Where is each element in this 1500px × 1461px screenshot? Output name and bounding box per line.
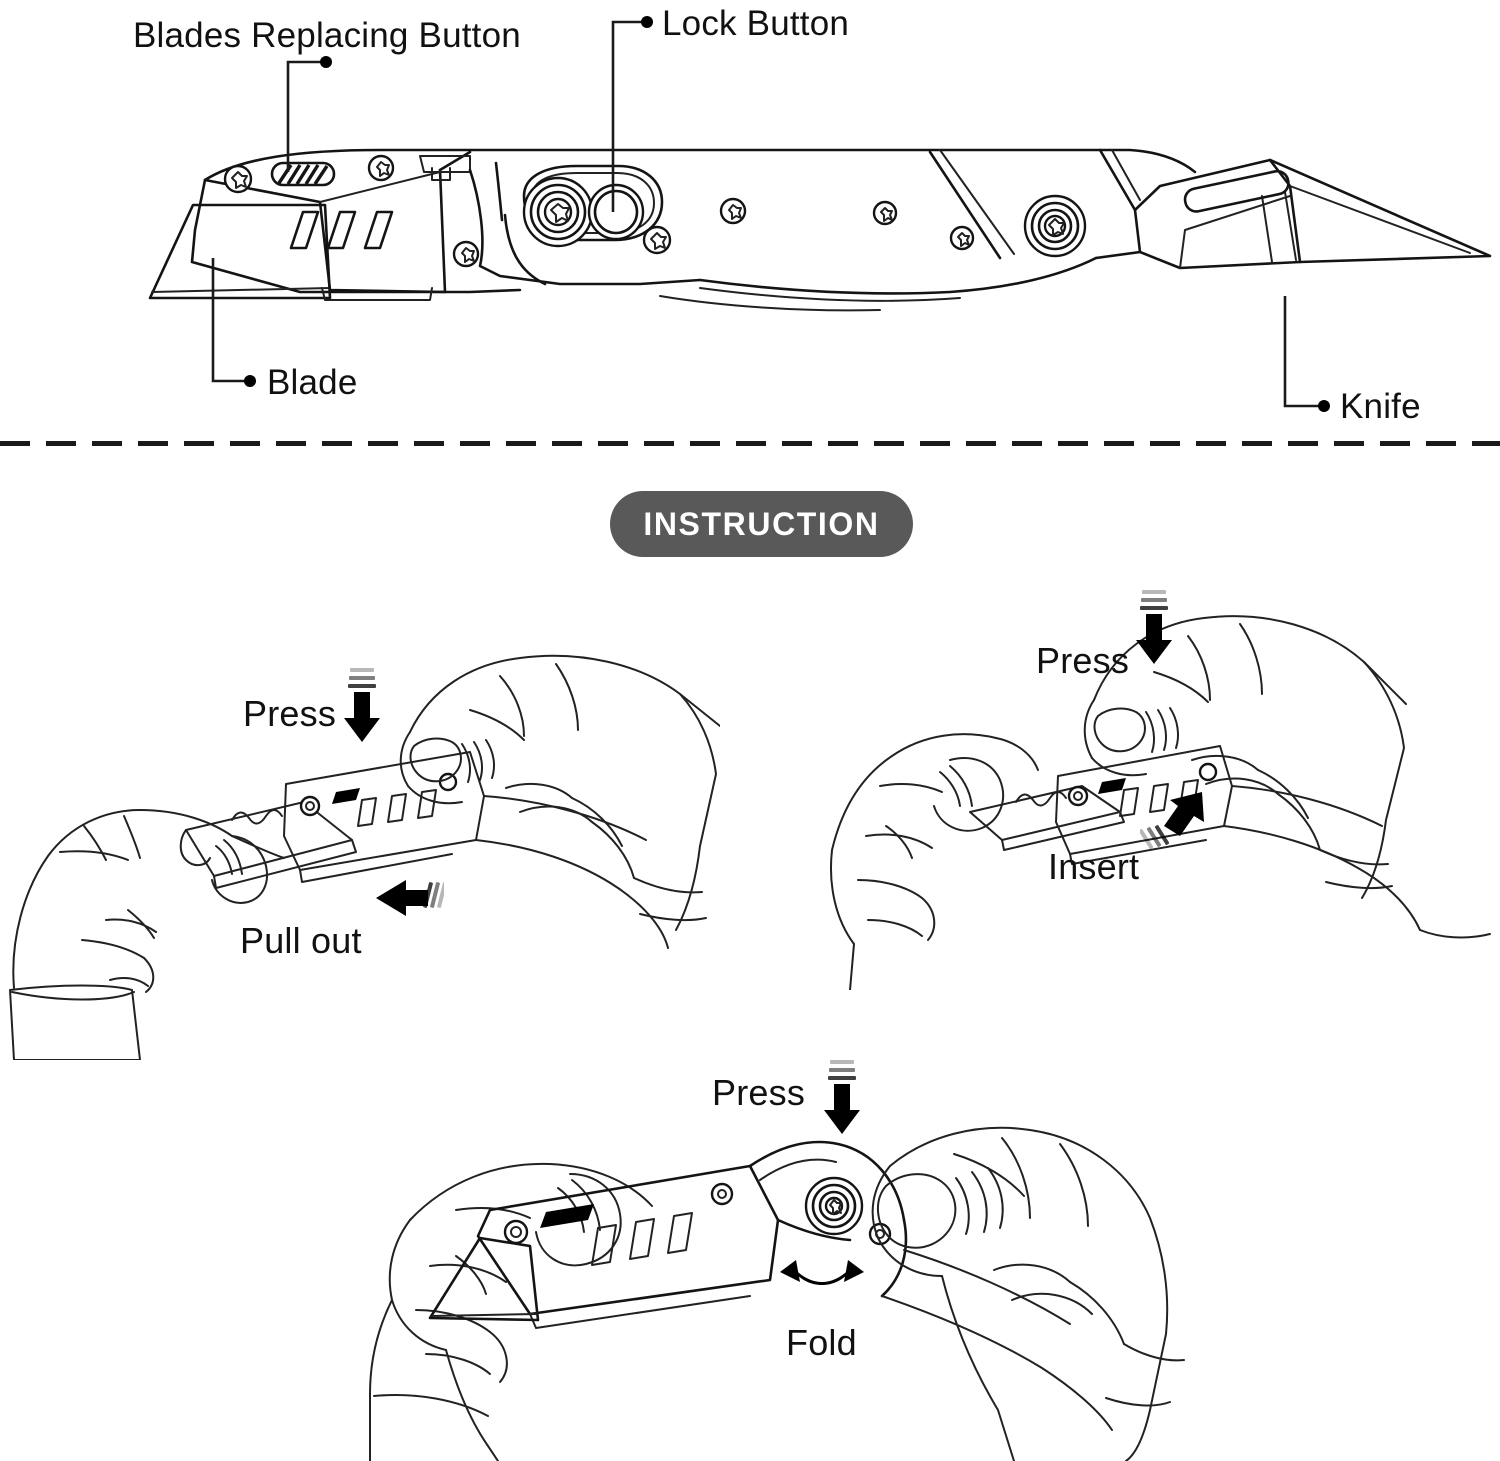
step-3-fold-arrow (770, 1258, 874, 1302)
torx-screw-icon (452, 240, 480, 268)
instruction-banner: INSTRUCTION (610, 491, 913, 557)
right-hand-holding-knife-step2 (1083, 615, 1491, 939)
leader-dot (244, 375, 256, 387)
instruction-banner-label: INSTRUCTION (643, 505, 880, 542)
step-2-illustration (820, 590, 1500, 990)
down-arrow-icon (344, 668, 380, 742)
torx-screw-icon (949, 225, 975, 251)
step-1-pullout-label: Pull out (240, 920, 362, 961)
rear-pivot-screw-icon (1023, 194, 1087, 258)
step-1-press-arrow (336, 666, 388, 746)
callout-label-blades-replacing-button: Blades Replacing Button (133, 16, 521, 55)
knife-body-step3 (428, 1140, 1113, 1431)
double-curved-arrow-icon (780, 1260, 864, 1285)
left-hand-step3 (369, 1162, 653, 1461)
step-1-pullout-arrow (362, 872, 444, 922)
left-hand-holding-blade (9, 809, 285, 1060)
right-hand-step3 (871, 1126, 1185, 1461)
pivot-screw-icon (522, 176, 594, 248)
parts-diagram (0, 0, 1500, 440)
leader-dot (1318, 400, 1330, 412)
torx-screw-icon (872, 200, 898, 226)
utility-blade-part-step2 (969, 785, 1125, 851)
torx-screw-icon (719, 197, 747, 225)
step-2-press-arrow (1128, 588, 1180, 668)
pivot-screw-icon-step3 (804, 1176, 864, 1236)
step-2-press-label: Press (1036, 640, 1130, 681)
utility-blade-part (179, 801, 357, 889)
step-3-fold-label: Fold (786, 1322, 857, 1363)
down-arrow-icon (824, 1060, 860, 1134)
leader-dot (320, 56, 332, 68)
step-2-insert-arrow (1140, 788, 1220, 854)
step-1-press-label: Press (243, 693, 337, 734)
leader-dot (641, 16, 653, 28)
down-arrow-icon (1136, 590, 1172, 664)
callout-label-lock-button: Lock Button (662, 4, 850, 43)
torx-screw-icon (367, 154, 395, 182)
step-3-press-label: Press (712, 1072, 806, 1113)
lock-button-icon (587, 183, 645, 241)
handle-slot-vents (289, 210, 394, 250)
dashed-separator (0, 441, 1500, 446)
callout-label-knife: Knife (1340, 387, 1421, 426)
knife-body-step2 (1055, 745, 1421, 931)
blades-replacing-button-icon (270, 161, 336, 187)
torx-screw-icon (223, 164, 253, 194)
callout-leaders (211, 16, 1330, 412)
torx-screw-icon (642, 225, 672, 255)
left-hand-holding-blade-step2 (829, 733, 1039, 990)
left-arrow-icon (376, 880, 444, 916)
right-hand-holding-knife (399, 654, 720, 931)
knife-body-illustration (148, 148, 1492, 312)
step-2-insert-label: Insert (1048, 846, 1140, 887)
step-3-press-arrow (816, 1058, 868, 1138)
up-right-arrow-icon (1140, 792, 1204, 850)
callout-label-blade: Blade (267, 363, 358, 402)
knife-body-step1 (283, 751, 669, 949)
step-1-illustration (0, 640, 720, 1060)
step-3-illustration (330, 1110, 1190, 1461)
